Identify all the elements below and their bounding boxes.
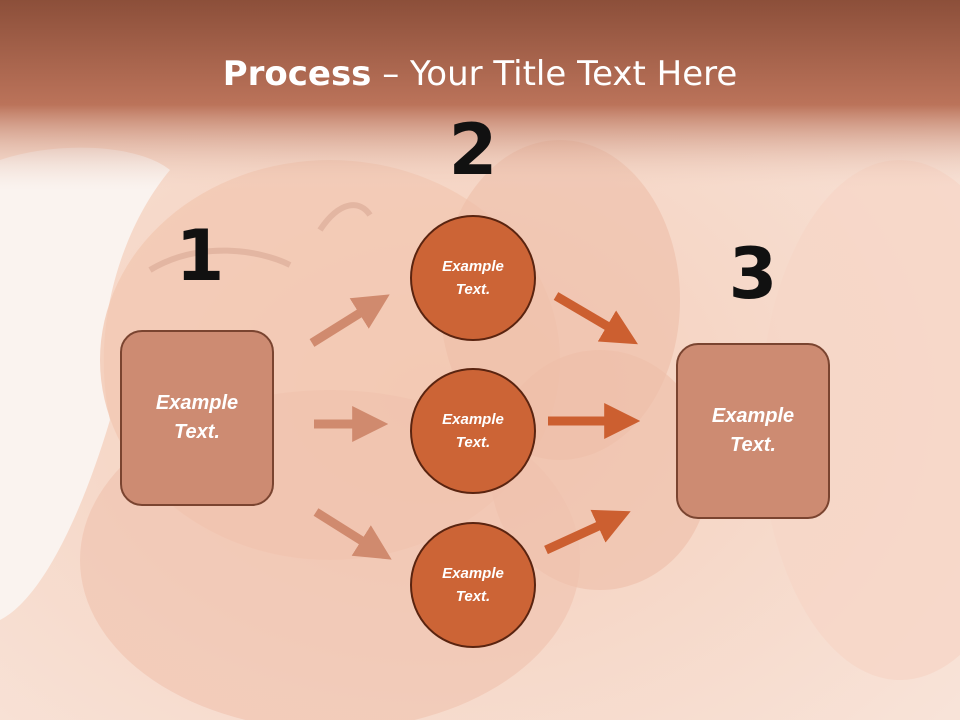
title-bold: Process [222,54,372,94]
step-2-number: 2 [448,109,498,191]
step-3-number: 3 [728,233,778,315]
arrow-1-to-2c [313,508,392,560]
step-1-number: 1 [175,215,225,297]
slide-title: Process – Your Title Text Here [0,52,960,96]
arrow-1-to-2a [309,294,390,347]
arrow-2a-to-3 [553,292,638,345]
title-rest: – Your Title Text Here [371,54,738,94]
step-3-box: Example Text. [676,343,830,519]
step-1-label: Example Text. [155,392,239,443]
step-2-circle-bottom: Example Text. [410,522,536,648]
step-2-top-label: Example Text. [442,258,504,298]
step-2-bottom-label: Example Text. [442,565,504,605]
step-1-box: Example Text. [120,330,274,506]
step-2-circle-top: Example Text. [410,215,536,341]
step-2-middle-label: Example Text. [442,411,504,451]
arrow-2c-to-3 [544,509,631,555]
step-3-label: Example Text. [711,405,795,456]
step-2-circle-middle: Example Text. [410,368,536,494]
